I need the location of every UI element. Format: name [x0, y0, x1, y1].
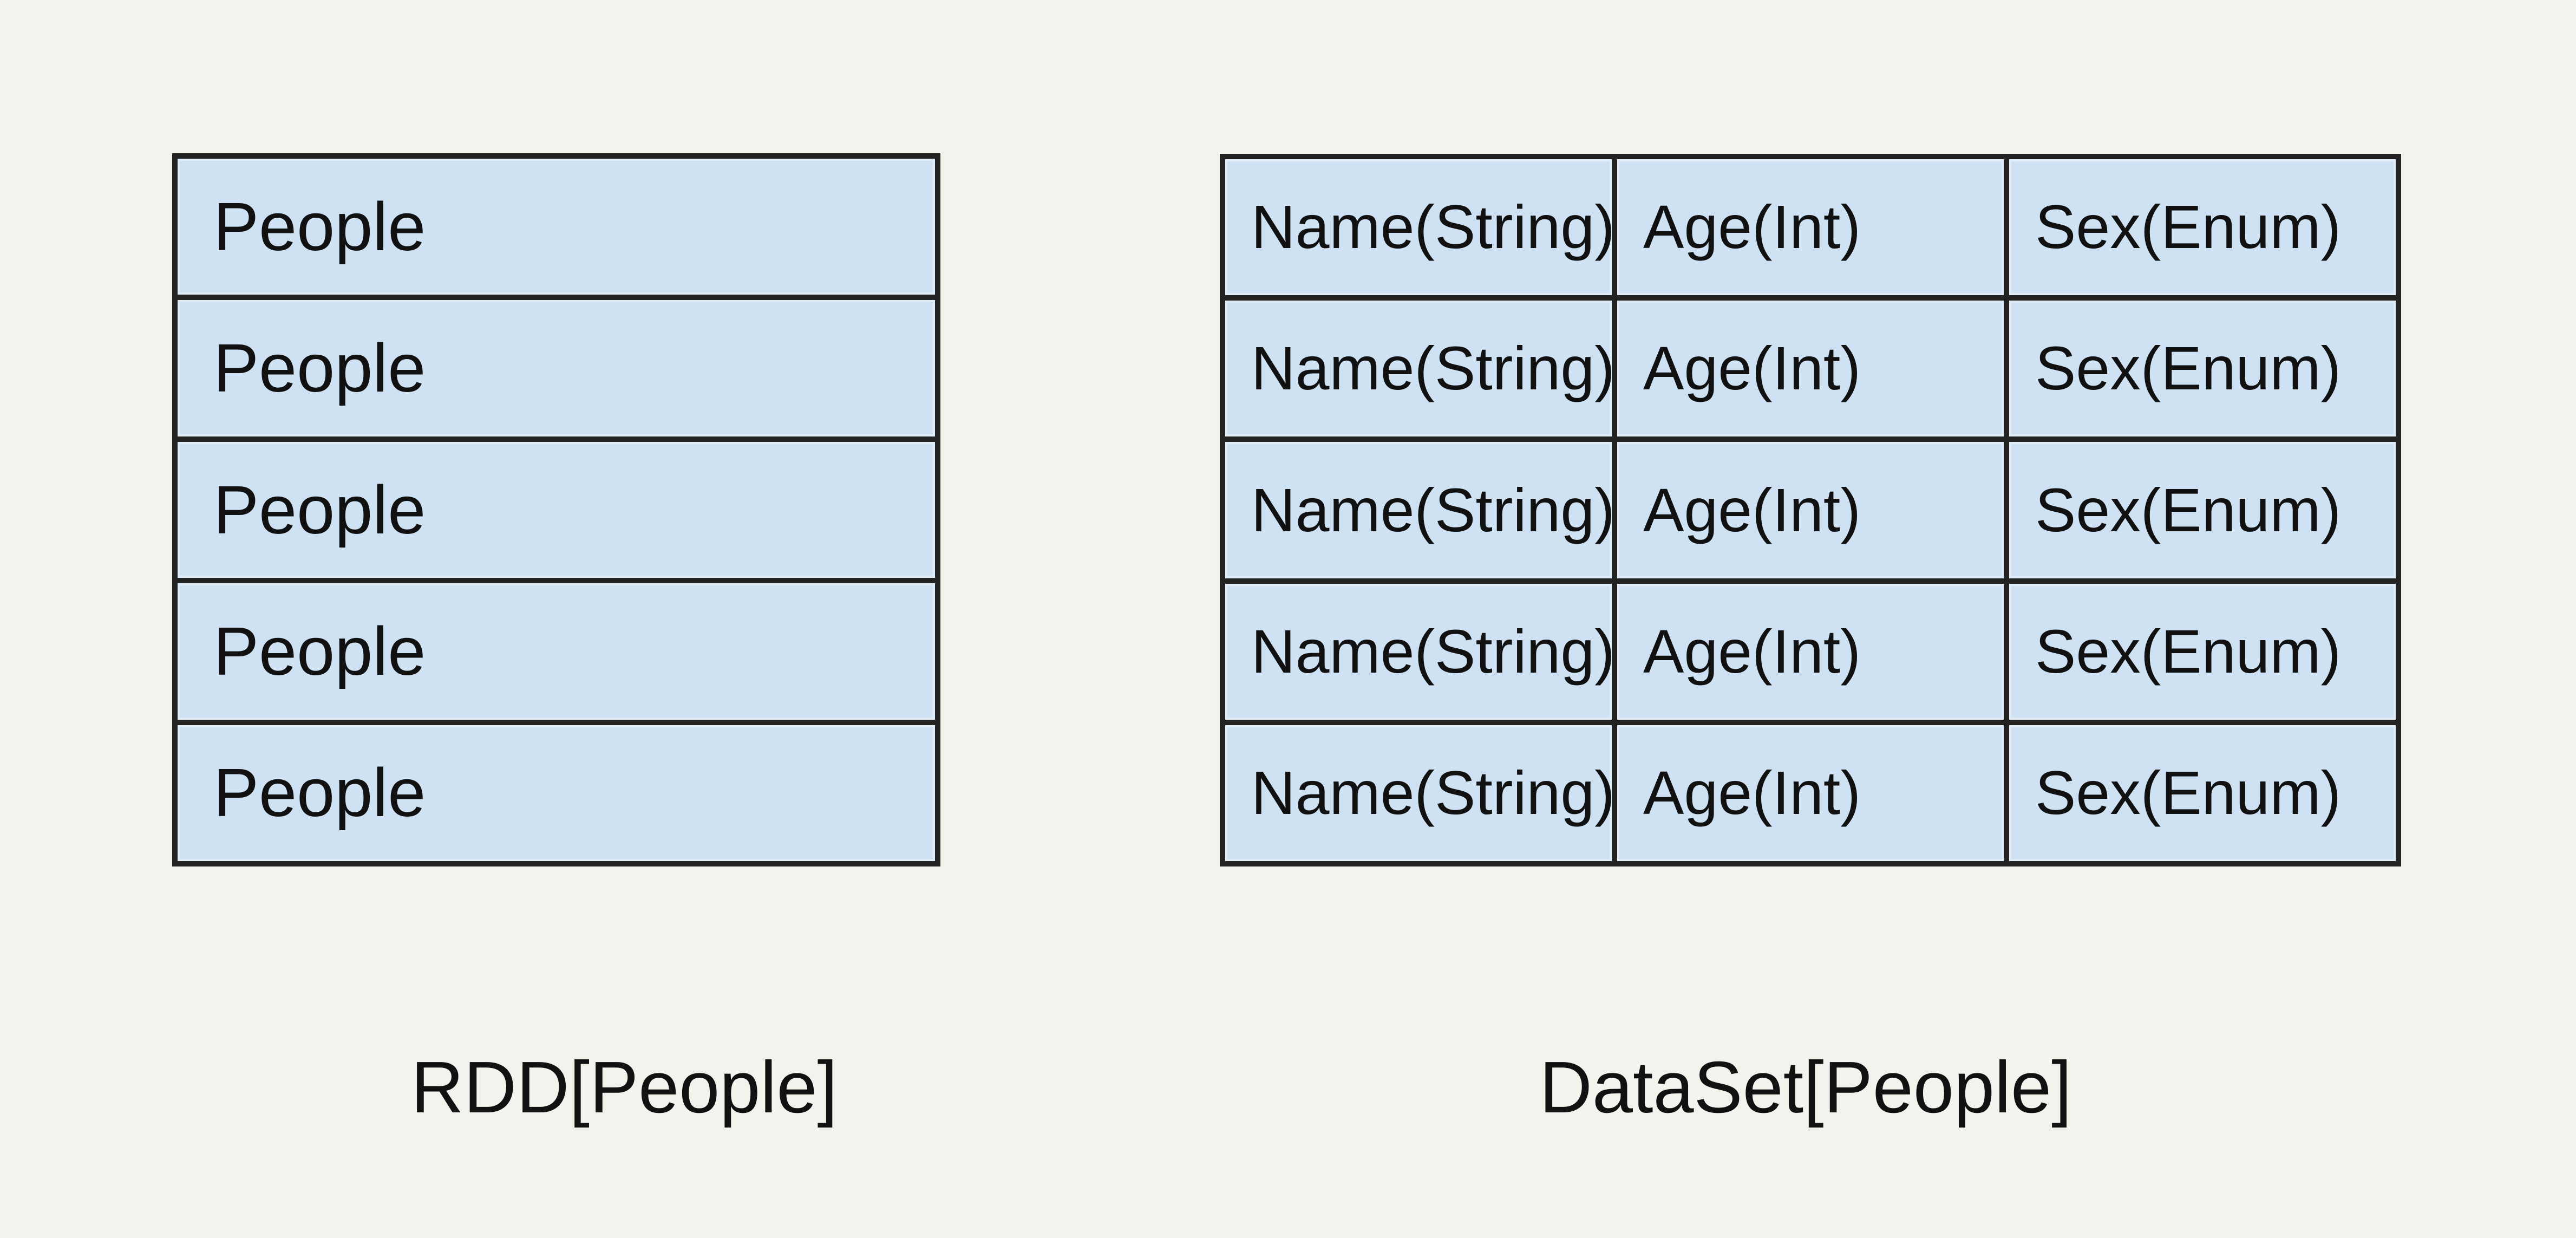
- dataset-row: Name(String) Age(Int) Sex(Enum): [1225, 295, 2396, 437]
- dataset-cell-label: Name(String): [1251, 758, 1612, 827]
- dataset-cell: Sex(Enum): [2004, 725, 2396, 862]
- dataset-cell-label: Name(String): [1251, 193, 1612, 262]
- dataset-cell: Age(Int): [1612, 159, 2004, 296]
- rdd-row-label: People: [213, 754, 426, 831]
- dataset-cell-label: Age(Int): [1643, 193, 1861, 262]
- dataset-cell-label: Sex(Enum): [2035, 758, 2342, 827]
- dataset-cell: Age(Int): [1612, 301, 2004, 437]
- dataset-cell-label: Age(Int): [1643, 334, 1861, 403]
- rdd-table: People People People People People: [172, 153, 940, 866]
- dataset-cell-label: Name(String): [1251, 617, 1612, 686]
- rdd-row-label: People: [213, 188, 426, 265]
- dataset-row: Name(String) Age(Int) Sex(Enum): [1225, 159, 2396, 296]
- dataset-row: Name(String) Age(Int) Sex(Enum): [1225, 719, 2396, 862]
- rdd-row: People: [178, 719, 935, 862]
- dataset-cell-label: Name(String): [1251, 334, 1612, 403]
- rdd-row-label: People: [213, 330, 426, 407]
- dataset-cell: Name(String): [1225, 442, 1612, 578]
- dataset-cell: Sex(Enum): [2004, 583, 2396, 720]
- dataset-cell: Sex(Enum): [2004, 159, 2396, 296]
- rdd-row-label: People: [213, 471, 426, 548]
- dataset-cell: Name(String): [1225, 159, 1612, 296]
- dataset-table: Name(String) Age(Int) Sex(Enum) Name(Str…: [1220, 154, 2401, 866]
- dataset-cell-label: Sex(Enum): [2035, 193, 2342, 262]
- dataset-cell: Name(String): [1225, 583, 1612, 720]
- dataset-row: Name(String) Age(Int) Sex(Enum): [1225, 436, 2396, 578]
- dataset-cell-label: Age(Int): [1643, 617, 1861, 686]
- rdd-row: People: [178, 578, 935, 720]
- dataset-cell: Sex(Enum): [2004, 301, 2396, 437]
- rdd-caption: RDD[People]: [411, 1046, 838, 1128]
- dataset-cell: Name(String): [1225, 725, 1612, 862]
- dataset-cell: Age(Int): [1612, 442, 2004, 578]
- dataset-cell-label: Sex(Enum): [2035, 617, 2342, 686]
- dataset-cell-label: Name(String): [1251, 475, 1612, 544]
- rdd-row: People: [178, 436, 935, 578]
- dataset-cell-label: Sex(Enum): [2035, 334, 2342, 403]
- dataset-cell-label: Sex(Enum): [2035, 475, 2342, 544]
- dataset-row: Name(String) Age(Int) Sex(Enum): [1225, 578, 2396, 720]
- rdd-row: People: [178, 159, 935, 295]
- dataset-cell: Age(Int): [1612, 583, 2004, 720]
- dataset-cell: Name(String): [1225, 301, 1612, 437]
- dataset-cell: Sex(Enum): [2004, 442, 2396, 578]
- dataset-cell-label: Age(Int): [1643, 475, 1861, 544]
- rdd-row-label: People: [213, 613, 426, 689]
- dataset-cell-label: Age(Int): [1643, 758, 1861, 827]
- dataset-caption: DataSet[People]: [1539, 1046, 2072, 1128]
- dataset-cell: Age(Int): [1612, 725, 2004, 862]
- rdd-row: People: [178, 295, 935, 436]
